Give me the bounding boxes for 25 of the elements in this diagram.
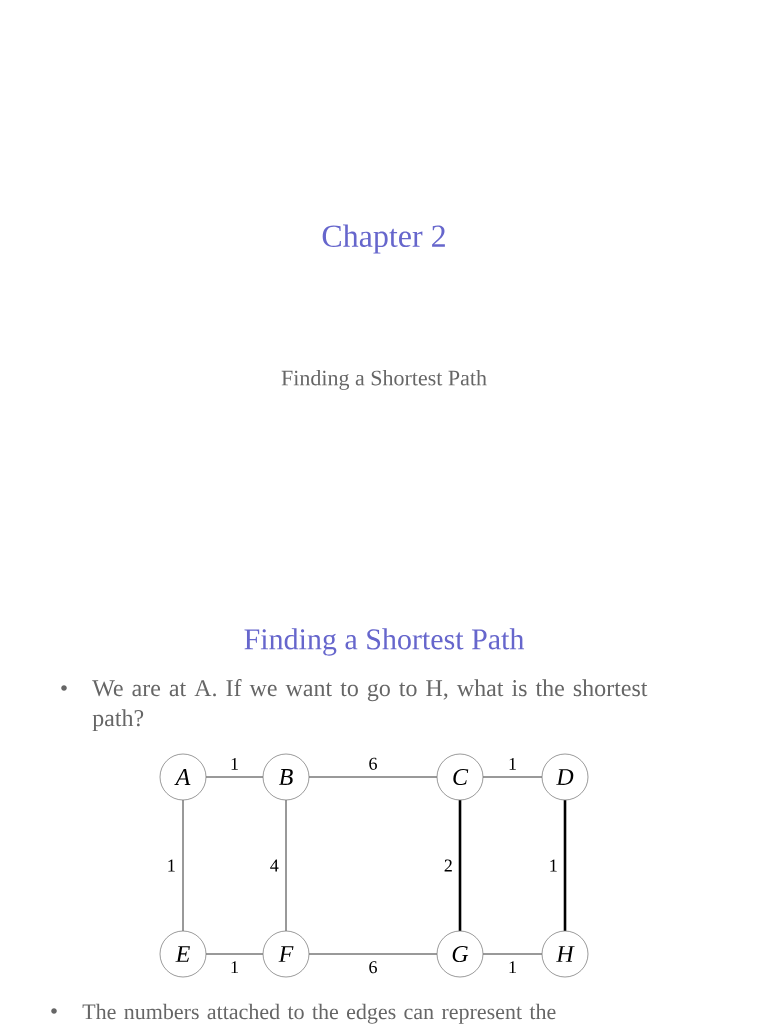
edge-label: 6: [369, 961, 377, 974]
edge-label: 1: [231, 757, 238, 770]
edge-label: 2: [444, 859, 452, 872]
edge-line: [563, 800, 567, 931]
edge-line: [308, 953, 438, 955]
edge-label: 1: [231, 961, 238, 974]
bullet-text: The numbers attached to the edges can represent the: [82, 1003, 556, 1024]
edge-label: 4: [270, 859, 279, 872]
edge-line: [182, 799, 184, 932]
edge-line: [482, 776, 543, 778]
subtitle: Finding a Shortest Path: [281, 370, 487, 390]
edge-label: 1: [509, 757, 516, 770]
slide-heading: Finding a Shortest Path: [244, 628, 525, 656]
bullet-text: We are at A. If we want to go to H, what is the shortest path?: [92, 679, 648, 732]
edge-line: [458, 800, 462, 931]
edge-label: 1: [550, 859, 557, 872]
edge-line: [285, 799, 287, 932]
edge-line: [205, 776, 264, 778]
edge-label: 1: [509, 961, 516, 974]
slide-title: Chapter 2: [322, 224, 445, 254]
edge-line: [205, 953, 264, 955]
edge-line: [482, 953, 543, 955]
edge-line: [308, 776, 438, 778]
edge-label: 6: [369, 757, 377, 770]
edge-label: 1: [168, 859, 175, 872]
